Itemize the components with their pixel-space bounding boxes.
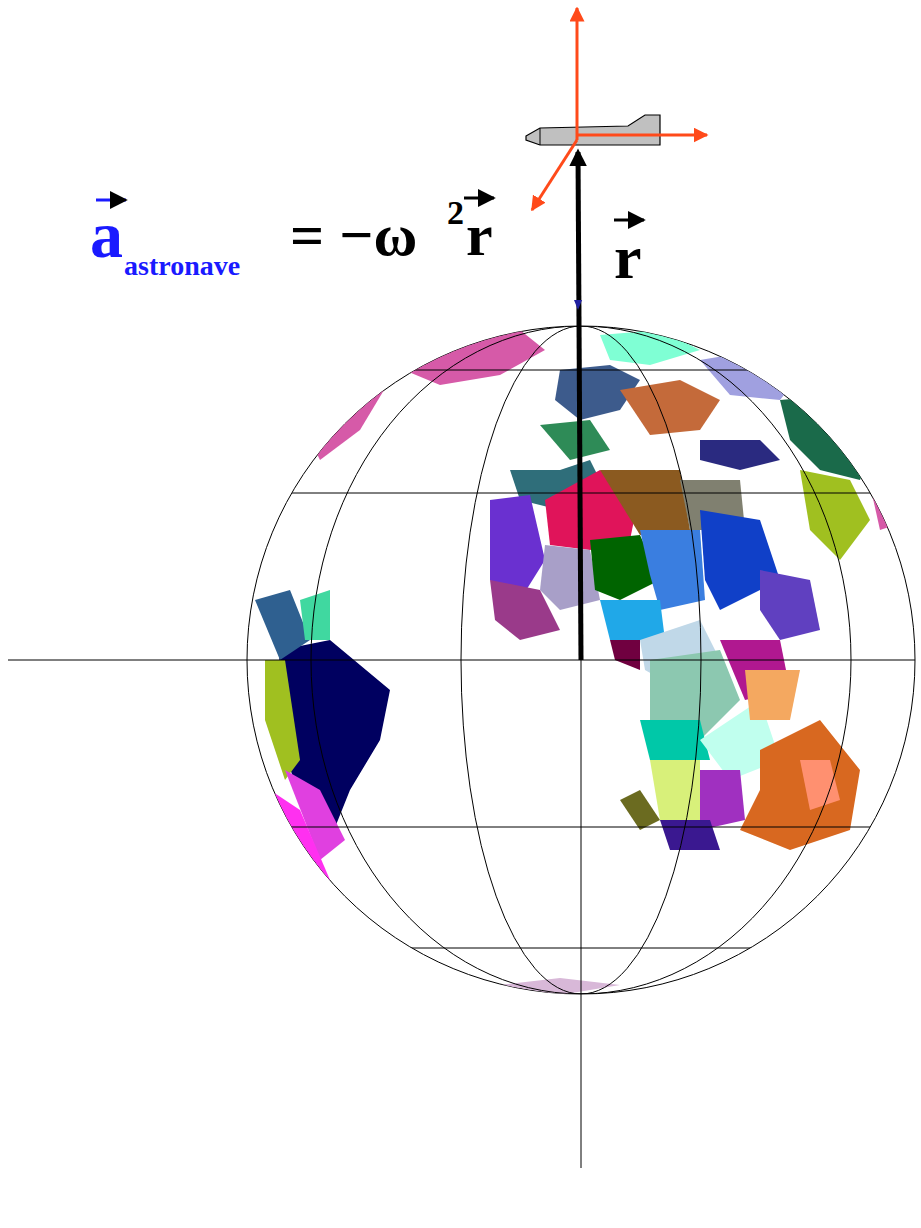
subscript: astronave: [124, 252, 240, 280]
formula-text: = −ω: [290, 205, 417, 265]
frame-axes: [532, 8, 707, 210]
vector-symbol: r: [466, 205, 493, 265]
vector-symbol: a: [90, 202, 123, 268]
horizontal-axis: [8, 660, 915, 661]
vector-tip: [574, 300, 582, 310]
vector-label: r: [614, 226, 642, 288]
vertical-axis: [581, 660, 582, 1168]
spaceship: [526, 115, 660, 145]
continents: [255, 330, 910, 995]
exponent: 2: [447, 196, 464, 230]
position-vector: [578, 152, 581, 660]
